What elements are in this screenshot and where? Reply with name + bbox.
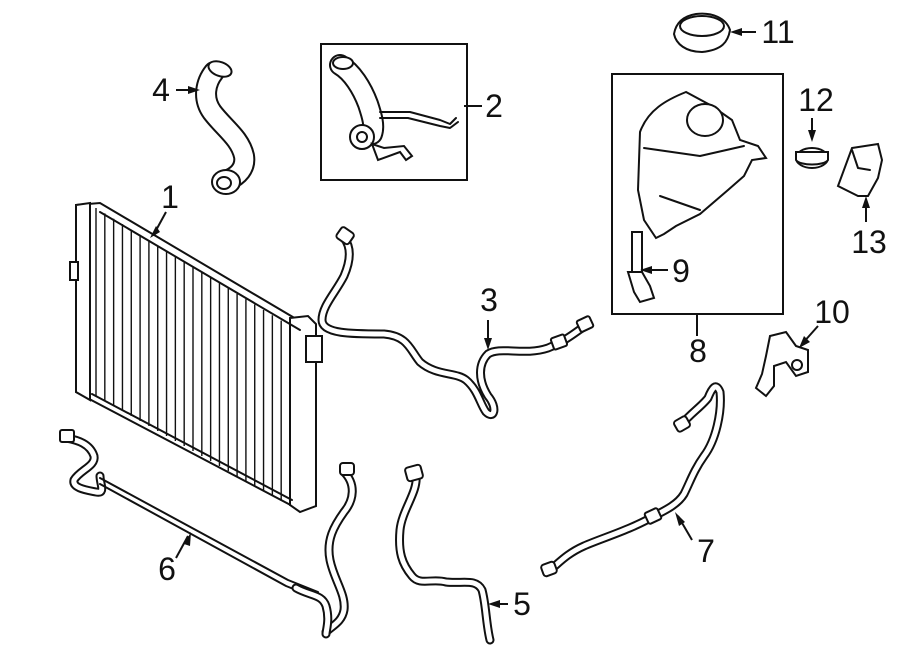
coolant-pipe-part-7[interactable] — [540, 382, 725, 578]
callout-13: 13 — [851, 224, 887, 260]
callout-4: 4 — [152, 72, 170, 108]
shield-part-13[interactable] — [836, 142, 884, 197]
reservoir-cap-part-11[interactable] — [672, 12, 732, 54]
coolant-pipe-part-5[interactable] — [395, 463, 495, 645]
callout-3: 3 — [480, 282, 498, 318]
coolant-reservoir-part-8[interactable] — [611, 73, 784, 315]
callout-8: 8 — [689, 333, 707, 369]
coolant-pipe-part-6[interactable] — [59, 429, 357, 639]
coolant-pipe-part-3[interactable] — [317, 226, 595, 420]
callout-11: 11 — [761, 14, 794, 50]
callout-1: 1 — [161, 179, 179, 215]
bracket-part-10[interactable] — [754, 330, 809, 398]
plug-part-12[interactable] — [795, 147, 829, 169]
callout-10: 10 — [814, 294, 850, 330]
callout-2: 2 — [485, 88, 503, 124]
leader-lines — [150, 28, 870, 608]
filler-neck-part-2[interactable] — [320, 43, 468, 181]
callout-12: 12 — [798, 82, 834, 118]
callout-9: 9 — [672, 253, 690, 289]
radiator-part-1[interactable] — [69, 201, 323, 514]
callout-5: 5 — [513, 586, 531, 622]
callout-7: 7 — [697, 533, 715, 569]
upper-hose-part-4[interactable] — [195, 58, 256, 195]
callout-6: 6 — [158, 551, 176, 587]
callout-labels: 1 2 3 4 5 6 7 8 9 10 11 12 13 — [152, 14, 887, 622]
